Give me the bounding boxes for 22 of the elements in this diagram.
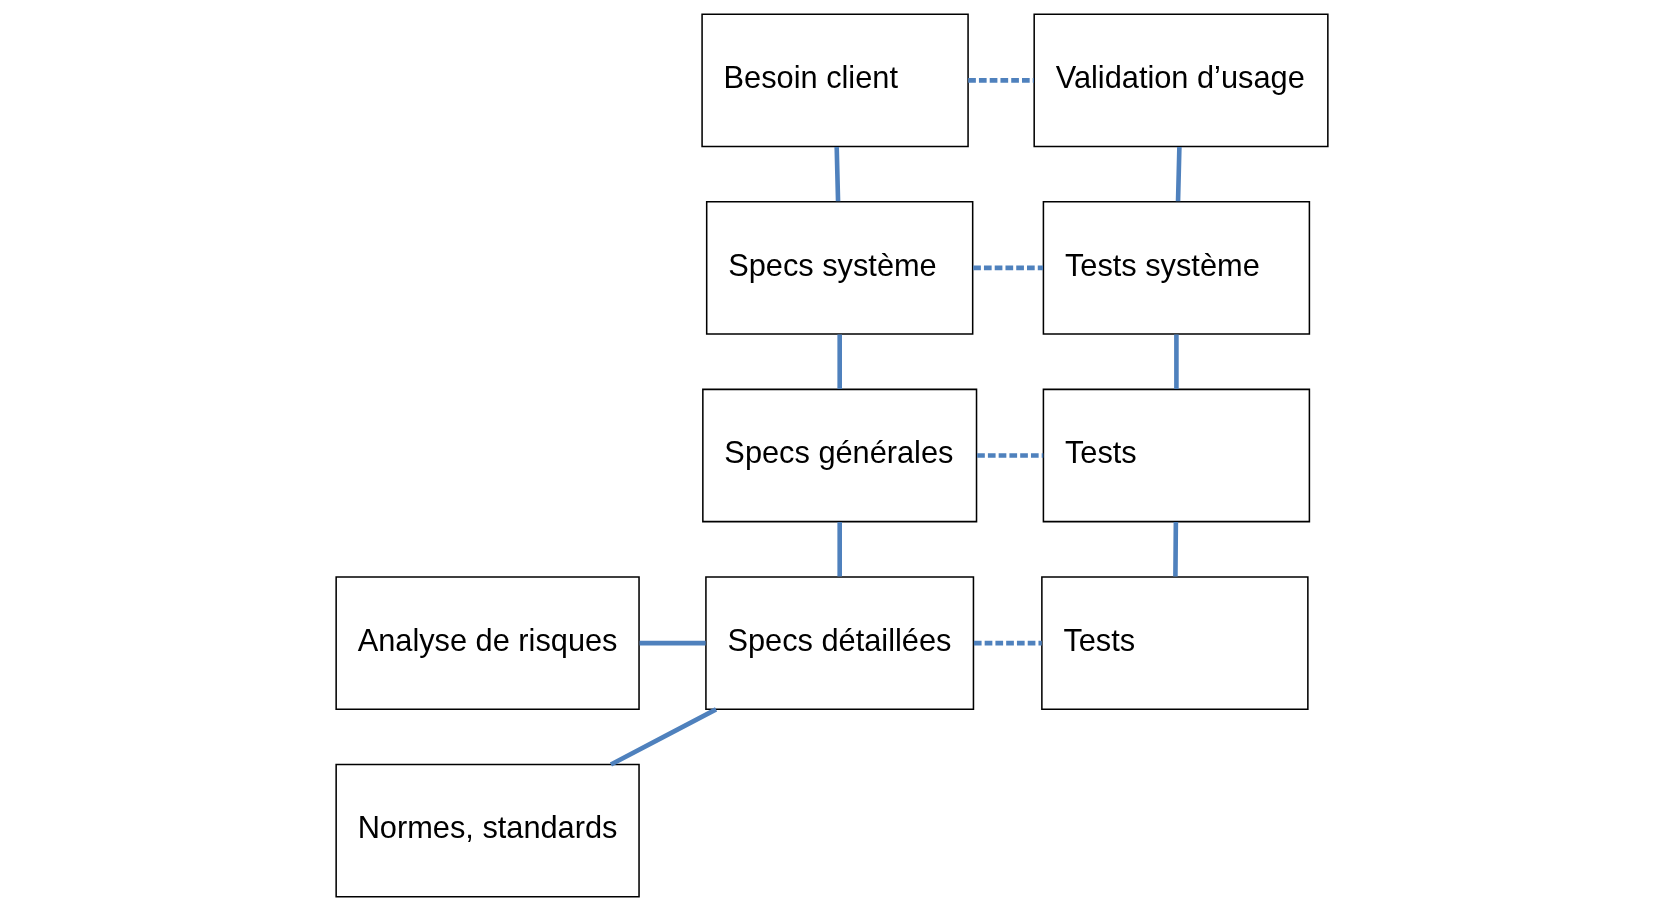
connector xyxy=(1174,334,1179,389)
node-box: Besoin client xyxy=(701,13,969,148)
node-box: Normes, standards xyxy=(335,763,640,898)
connector xyxy=(977,453,1044,458)
connector xyxy=(834,146,841,202)
connector xyxy=(968,78,1034,83)
connector xyxy=(973,265,1044,271)
node-box: Specs générales xyxy=(702,388,978,523)
node-box: Tests système xyxy=(1042,201,1311,335)
connector xyxy=(837,522,842,577)
connector xyxy=(837,334,842,389)
node-box: Analyse de risques xyxy=(335,576,640,710)
connector xyxy=(973,640,1042,646)
connector xyxy=(609,707,718,767)
connector xyxy=(639,640,706,646)
node-box: Tests xyxy=(1041,576,1309,710)
node-box: Specs détaillées xyxy=(705,576,975,710)
node-box: Specs système xyxy=(705,201,974,335)
node-box: Validation d’usage xyxy=(1033,13,1329,148)
node-box: Tests xyxy=(1042,388,1311,523)
connector xyxy=(1173,522,1179,577)
connector xyxy=(1175,146,1182,202)
